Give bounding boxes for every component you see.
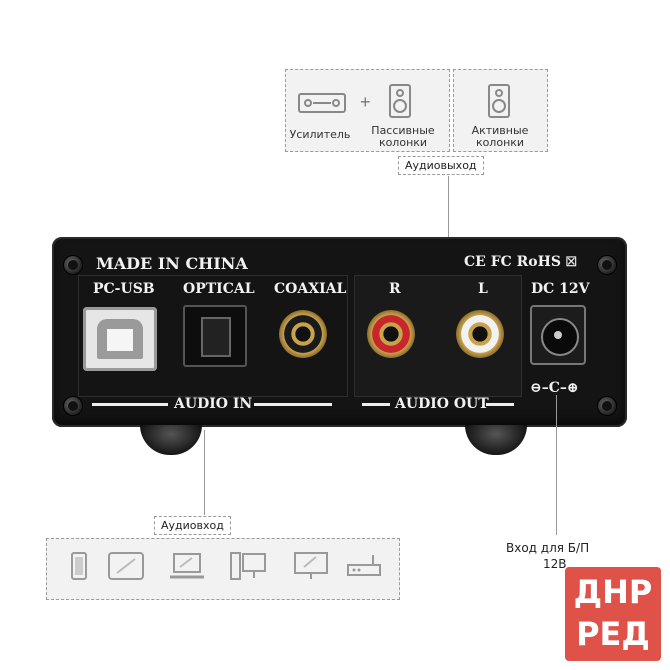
device-foot-left (140, 425, 202, 455)
power-label-2: 12В (543, 557, 567, 571)
screw-top-left (63, 255, 83, 275)
certifications-label: CE FC RoHS (464, 254, 561, 270)
polarity-icon: ⊖–C–⊕ (530, 380, 579, 396)
screw-top-right (597, 255, 617, 275)
active-label-1: Активные (471, 124, 529, 137)
usb-b-port[interactable] (83, 307, 157, 371)
phone-icon (71, 552, 87, 580)
coaxial-port[interactable] (279, 310, 327, 358)
laptop-icon (170, 553, 204, 579)
dc-power-jack[interactable] (530, 305, 586, 365)
screw-bottom-right (597, 396, 617, 416)
watermark-logo: ДНР РЕД (565, 567, 661, 661)
audio-in-bar-right (254, 403, 332, 406)
desktop-pc-icon (230, 552, 266, 580)
output-speakers-box (285, 69, 450, 152)
output-connector-line (448, 176, 449, 286)
optical-label: OPTICAL (183, 281, 255, 297)
rca-right-port[interactable] (367, 310, 415, 358)
audio-input-tag: Аудиовход (154, 516, 231, 535)
input-connector-line (204, 430, 205, 515)
input-devices-box (46, 538, 400, 600)
monitor-icon (294, 552, 328, 579)
tablet-icon (108, 552, 144, 580)
right-channel-label: R (389, 281, 401, 297)
audio-out-bar-right (486, 403, 514, 406)
watermark-line-2: РЕД (576, 615, 650, 653)
pc-usb-label: PC-USB (93, 281, 155, 297)
coaxial-label: COAXIAL (274, 281, 347, 297)
active-speaker-icon (488, 84, 510, 118)
passive-label-1: Пассивные (371, 124, 435, 137)
active-label-2: колонки (475, 136, 525, 149)
rca-left-port[interactable] (456, 310, 504, 358)
audio-out-label: AUDIO OUT (395, 396, 489, 412)
amplifier-label: Усилитель (289, 128, 351, 141)
watermark-line-1: ДНР (573, 573, 653, 611)
router-icon (347, 555, 381, 576)
dc-label: DC 12V (531, 281, 590, 297)
audio-out-bar-left (362, 403, 390, 406)
screw-bottom-left (63, 396, 83, 416)
audio-in-frame (78, 275, 348, 397)
left-channel-label: L (478, 281, 488, 297)
audio-output-tag: Аудиовыход (398, 156, 484, 175)
weee-bin-icon: ⊠ (565, 253, 578, 270)
power-label-1: Вход для Б/П (506, 541, 590, 555)
amplifier-icon (298, 93, 346, 113)
plus-icon: + (360, 92, 371, 112)
audio-in-bar-left (92, 403, 168, 406)
output-active-box (453, 69, 548, 152)
passive-speaker-icon (389, 84, 411, 118)
optical-port[interactable] (183, 305, 247, 367)
passive-label-2: колонки (378, 136, 428, 149)
made-in-label: MADE IN CHINA (96, 254, 248, 273)
audio-in-label: AUDIO IN (174, 396, 253, 412)
device-foot-right (465, 425, 527, 455)
power-connector-line (556, 395, 557, 535)
